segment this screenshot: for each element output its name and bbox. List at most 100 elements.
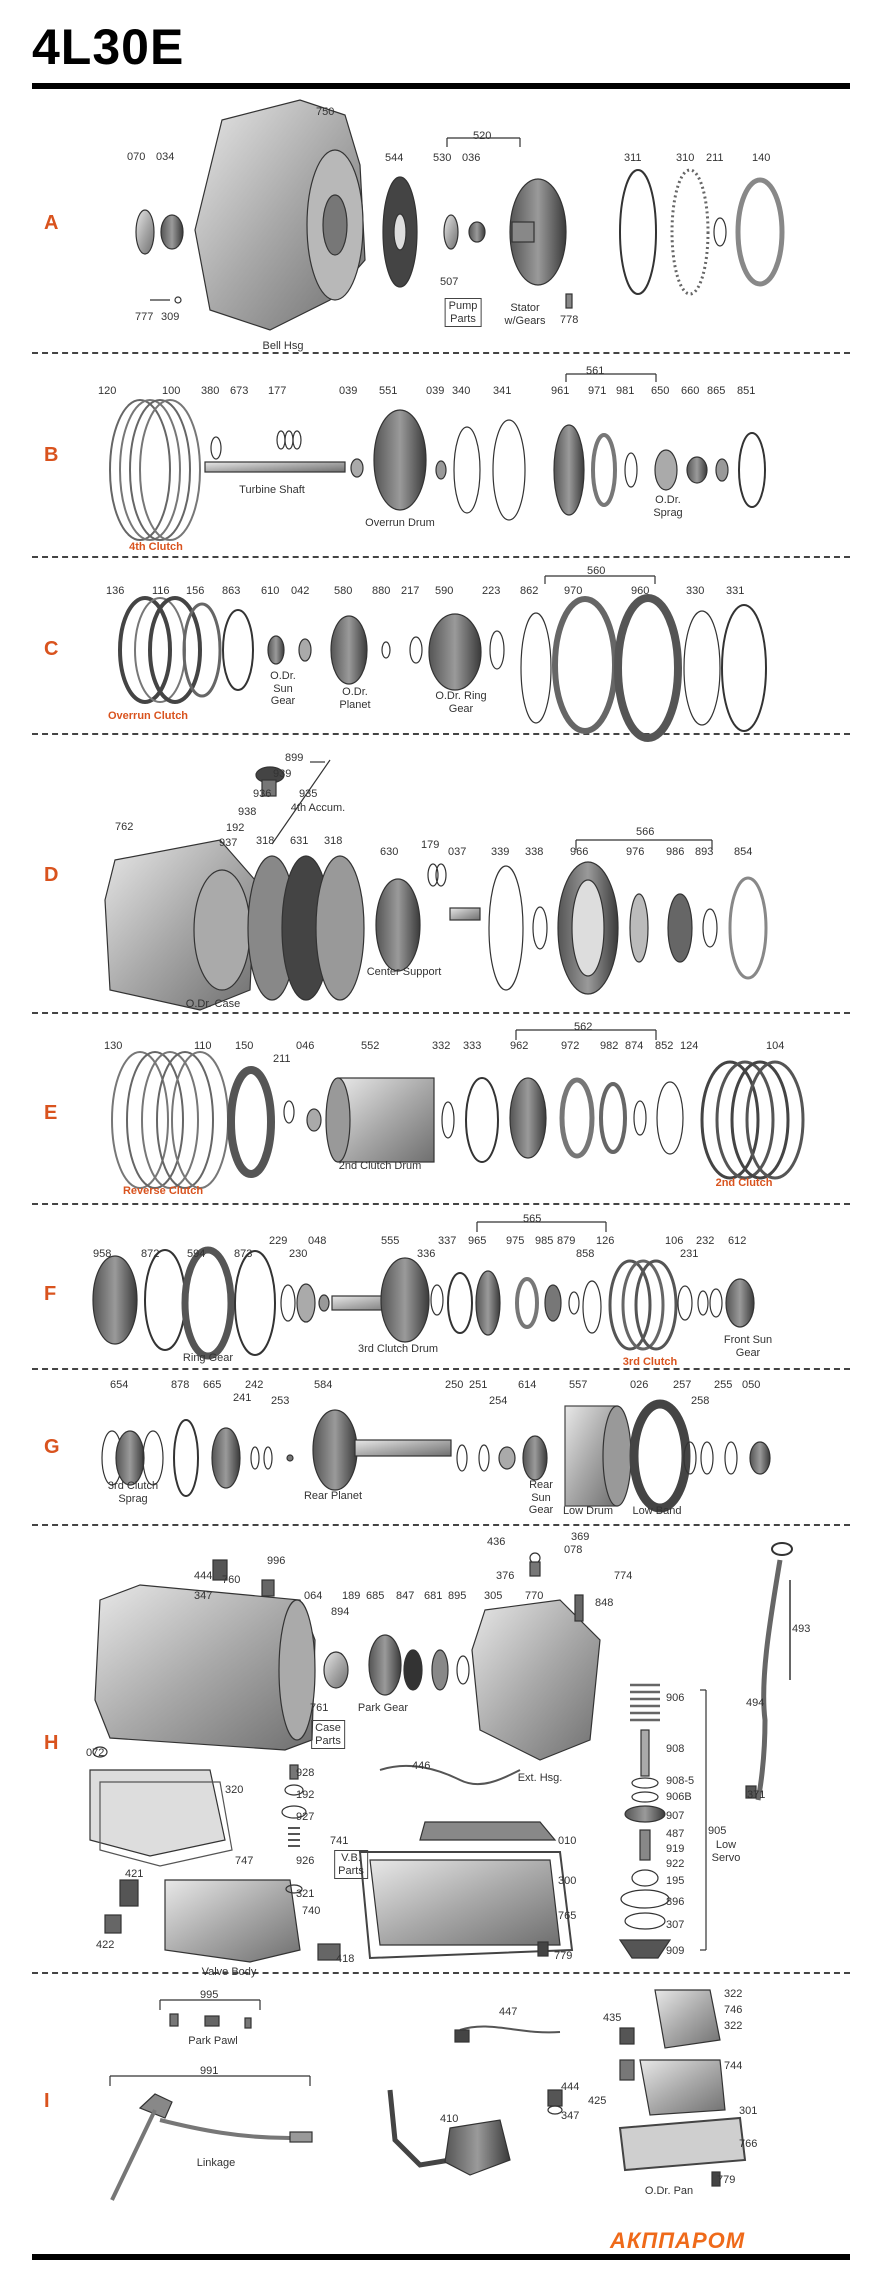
part-number-label: 039 xyxy=(339,385,358,397)
part-number-label: 937 xyxy=(219,837,238,849)
part-number-label: 422 xyxy=(96,1939,115,1951)
part-number-label: 747 xyxy=(235,1855,254,1867)
part-caption: Overrun Clutch xyxy=(107,710,189,722)
part-number-label: 879 xyxy=(557,1235,576,1247)
part-number-label: 100 xyxy=(162,385,181,397)
part-number-label: 339 xyxy=(491,846,510,858)
part-number-label: 909 xyxy=(666,1945,685,1957)
part-number-label: 544 xyxy=(385,152,404,164)
part-number-label: 042 xyxy=(291,585,310,597)
part-caption: Low Drum xyxy=(562,1505,614,1517)
part-number-label: 926 xyxy=(296,1855,315,1867)
part-number-label: 446 xyxy=(412,1760,431,1772)
part-caption: 2nd Clutch xyxy=(715,1177,773,1189)
part-number-label: 039 xyxy=(426,385,445,397)
part-number-label: 371 xyxy=(747,1789,766,1801)
part-number-label: 760 xyxy=(222,1574,241,1586)
part-number-label: 975 xyxy=(506,1235,525,1247)
part-number-label: 376 xyxy=(496,1570,515,1582)
section-letter-h: H xyxy=(44,1732,59,1754)
section-divider xyxy=(32,1203,850,1205)
part-number-label: 971 xyxy=(588,385,607,397)
part-caption: 2nd Clutch Drum xyxy=(338,1160,422,1172)
part-number-label: 347 xyxy=(194,1590,213,1602)
section-divider xyxy=(32,1012,850,1014)
section-divider xyxy=(32,1368,850,1370)
part-number-label: 744 xyxy=(724,2060,743,2072)
part-caption: O.Dr. Pan xyxy=(644,2185,694,2197)
part-number-label: 565 xyxy=(523,1213,542,1225)
section-a-parts xyxy=(135,99,785,331)
part-number-label: 612 xyxy=(728,1235,747,1247)
part-number-label: 630 xyxy=(380,846,399,858)
section-divider xyxy=(32,1972,850,1974)
part-number-label: 555 xyxy=(381,1235,400,1247)
part-number-label: 899 xyxy=(285,752,304,764)
part-number-label: 331 xyxy=(726,585,745,597)
top-rule xyxy=(32,83,850,89)
part-number-label: 981 xyxy=(616,385,635,397)
part-number-label: 048 xyxy=(308,1235,327,1247)
part-number-label: 779 xyxy=(717,2174,736,2186)
part-number-label: 896 xyxy=(666,1896,685,1908)
part-number-label: 444 xyxy=(561,2081,580,2093)
section-b-parts xyxy=(109,373,766,541)
part-caption: Case Parts xyxy=(311,1720,345,1750)
part-caption: 3rd Clutch xyxy=(622,1356,678,1368)
part-number-label: 337 xyxy=(438,1235,457,1247)
part-number-label: 380 xyxy=(201,385,220,397)
part-number-label: 036 xyxy=(462,152,481,164)
part-number-label: 976 xyxy=(626,846,645,858)
part-caption: Rear Sun Gear xyxy=(528,1479,554,1517)
part-number-label: 777 xyxy=(135,311,154,323)
part-number-label: 070 xyxy=(127,151,146,163)
part-caption: 3rd Clutch Sprag xyxy=(107,1480,159,1505)
part-number-label: 927 xyxy=(296,1811,315,1823)
part-number-label: 192 xyxy=(226,822,245,834)
part-number-label: 762 xyxy=(115,821,134,833)
part-number-label: 919 xyxy=(666,1843,685,1855)
part-number-label: 936 xyxy=(253,788,272,800)
part-number-label: 935 xyxy=(299,788,318,800)
part-number-label: 654 xyxy=(110,1379,129,1391)
part-number-label: 150 xyxy=(235,1040,254,1052)
part-number-label: 320 xyxy=(225,1784,244,1796)
part-number-label: 410 xyxy=(440,2113,459,2125)
part-number-label: 906 xyxy=(666,1692,685,1704)
part-number-label: 072 xyxy=(86,1747,105,1759)
part-caption: Stator w/Gears xyxy=(504,302,546,327)
part-number-label: 116 xyxy=(152,585,170,597)
part-number-label: 305 xyxy=(484,1590,503,1602)
part-number-label: 254 xyxy=(489,1395,508,1407)
part-number-label: 494 xyxy=(746,1697,765,1709)
part-caption: Low Band xyxy=(632,1505,682,1517)
part-number-label: 418 xyxy=(336,1953,355,1965)
part-number-label: 046 xyxy=(296,1040,315,1052)
part-number-label: 255 xyxy=(714,1379,733,1391)
part-number-label: 750 xyxy=(316,106,335,118)
part-number-label: 126 xyxy=(596,1235,615,1247)
part-number-label: 436 xyxy=(487,1536,506,1548)
part-number-label: 177 xyxy=(268,385,287,397)
part-number-label: 530 xyxy=(433,152,452,164)
part-number-label: 863 xyxy=(222,585,241,597)
part-number-label: 136 xyxy=(106,585,125,597)
part-number-label: 050 xyxy=(742,1379,761,1391)
part-number-label: 435 xyxy=(603,2012,622,2024)
part-number-label: 026 xyxy=(630,1379,649,1391)
part-number-label: 778 xyxy=(560,314,579,326)
part-number-label: 336 xyxy=(417,1248,436,1260)
part-number-label: 195 xyxy=(666,1875,685,1887)
part-number-label: 766 xyxy=(739,2138,758,2150)
part-caption: Rear Planet xyxy=(303,1490,363,1502)
part-number-label: 552 xyxy=(361,1040,380,1052)
part-number-label: 590 xyxy=(435,585,454,597)
part-number-label: 232 xyxy=(696,1235,715,1247)
part-number-label: 922 xyxy=(666,1858,685,1870)
part-number-label: 908-5 xyxy=(666,1775,695,1787)
page-title: 4L30E xyxy=(32,19,185,75)
part-caption: V.B. Parts xyxy=(334,1850,368,1880)
part-number-label: 444 xyxy=(194,1570,213,1582)
section-e-parts xyxy=(111,1029,805,1189)
part-caption: 4th Clutch xyxy=(129,541,183,553)
